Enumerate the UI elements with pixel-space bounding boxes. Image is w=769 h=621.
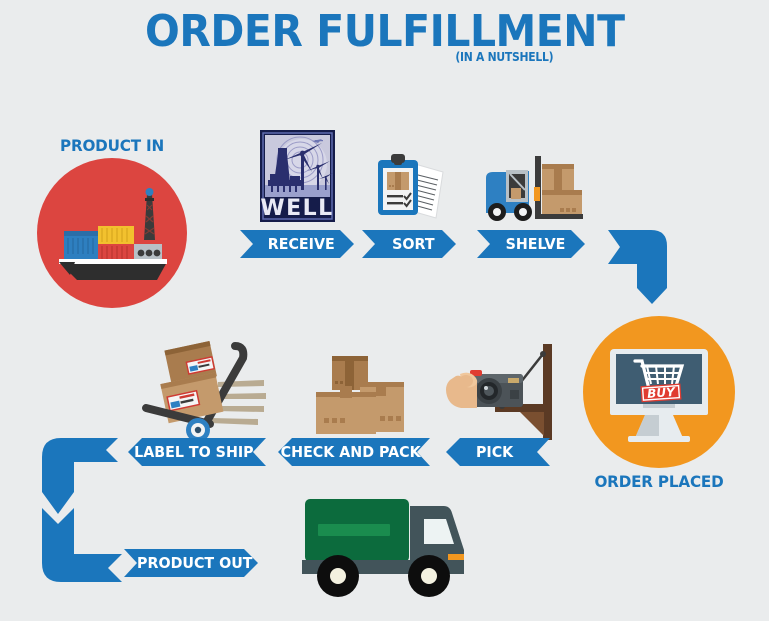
step-banner-check-and-pack[interactable]: CHECK AND PACK bbox=[278, 438, 430, 466]
step-label-shelve: SHELVE bbox=[505, 235, 565, 253]
page-subtitle: (IN A NUTSHELL) bbox=[455, 50, 554, 64]
receive-icon: WELL bbox=[260, 130, 335, 227]
title-block: ORDER FULFILLMENT (IN A NUTSHELL) bbox=[0, 6, 769, 65]
desktop-monitor-shopping-cart-icon: BUY bbox=[610, 349, 708, 442]
product-out-icon bbox=[288, 488, 493, 605]
connector-bottom-left-right bbox=[36, 506, 124, 593]
step-banner-receive[interactable]: RECEIVE bbox=[240, 230, 354, 258]
elbow-arrow-down-right-icon bbox=[42, 508, 122, 582]
elbow-arrow-left-down-icon bbox=[42, 438, 118, 514]
well-logo-text: WELL bbox=[260, 196, 333, 221]
page-title: ORDER FULFILLMENT bbox=[144, 6, 625, 57]
step-banner-label-to-ship[interactable]: LABEL TO SHIP bbox=[128, 438, 266, 466]
step-label-label-to-ship: LABEL TO SHIP bbox=[134, 443, 254, 461]
forklift-boxes-icon bbox=[486, 156, 583, 221]
product-in-label: PRODUCT IN bbox=[59, 136, 165, 155]
buy-button-label: BUY bbox=[647, 385, 677, 401]
step-banner-shelve[interactable]: SHELVE bbox=[477, 230, 585, 258]
connector-top-right-down bbox=[606, 226, 676, 311]
step-banner-pick[interactable]: PICK bbox=[446, 438, 550, 466]
elbow-arrow-right-down-icon bbox=[608, 230, 667, 304]
step-label-check-and-pack: CHECK AND PACK bbox=[281, 443, 422, 461]
product-in-circle bbox=[37, 158, 187, 308]
hand-truck-boxes-icon bbox=[142, 341, 266, 442]
pick-icon bbox=[440, 344, 558, 449]
stacked-boxes-icon bbox=[316, 356, 404, 434]
step-banner-product-out[interactable]: PRODUCT OUT bbox=[124, 549, 258, 577]
delivery-truck-icon bbox=[302, 497, 464, 597]
connector-bottom-left-down bbox=[36, 436, 120, 525]
step-label-pick: PICK bbox=[476, 443, 514, 461]
order-placed-label: ORDER PLACED bbox=[594, 472, 724, 491]
label-to-ship-icon bbox=[140, 340, 270, 447]
hand-camera-shelf-icon bbox=[446, 344, 552, 440]
clipboard-checklist-icon bbox=[378, 154, 444, 219]
step-label-product-out: PRODUCT OUT bbox=[137, 554, 253, 572]
shelve-icon bbox=[480, 150, 584, 233]
order-placed-circle: BUY bbox=[583, 316, 735, 468]
well-logo-icon: WELL bbox=[260, 130, 335, 222]
cargo-ship-icon bbox=[59, 188, 167, 280]
step-banner-sort[interactable]: SORT bbox=[362, 230, 456, 258]
step-label-sort: SORT bbox=[391, 235, 435, 253]
sort-icon bbox=[370, 148, 448, 231]
step-label-receive: RECEIVE bbox=[267, 235, 335, 253]
check-and-pack-icon bbox=[308, 350, 408, 447]
